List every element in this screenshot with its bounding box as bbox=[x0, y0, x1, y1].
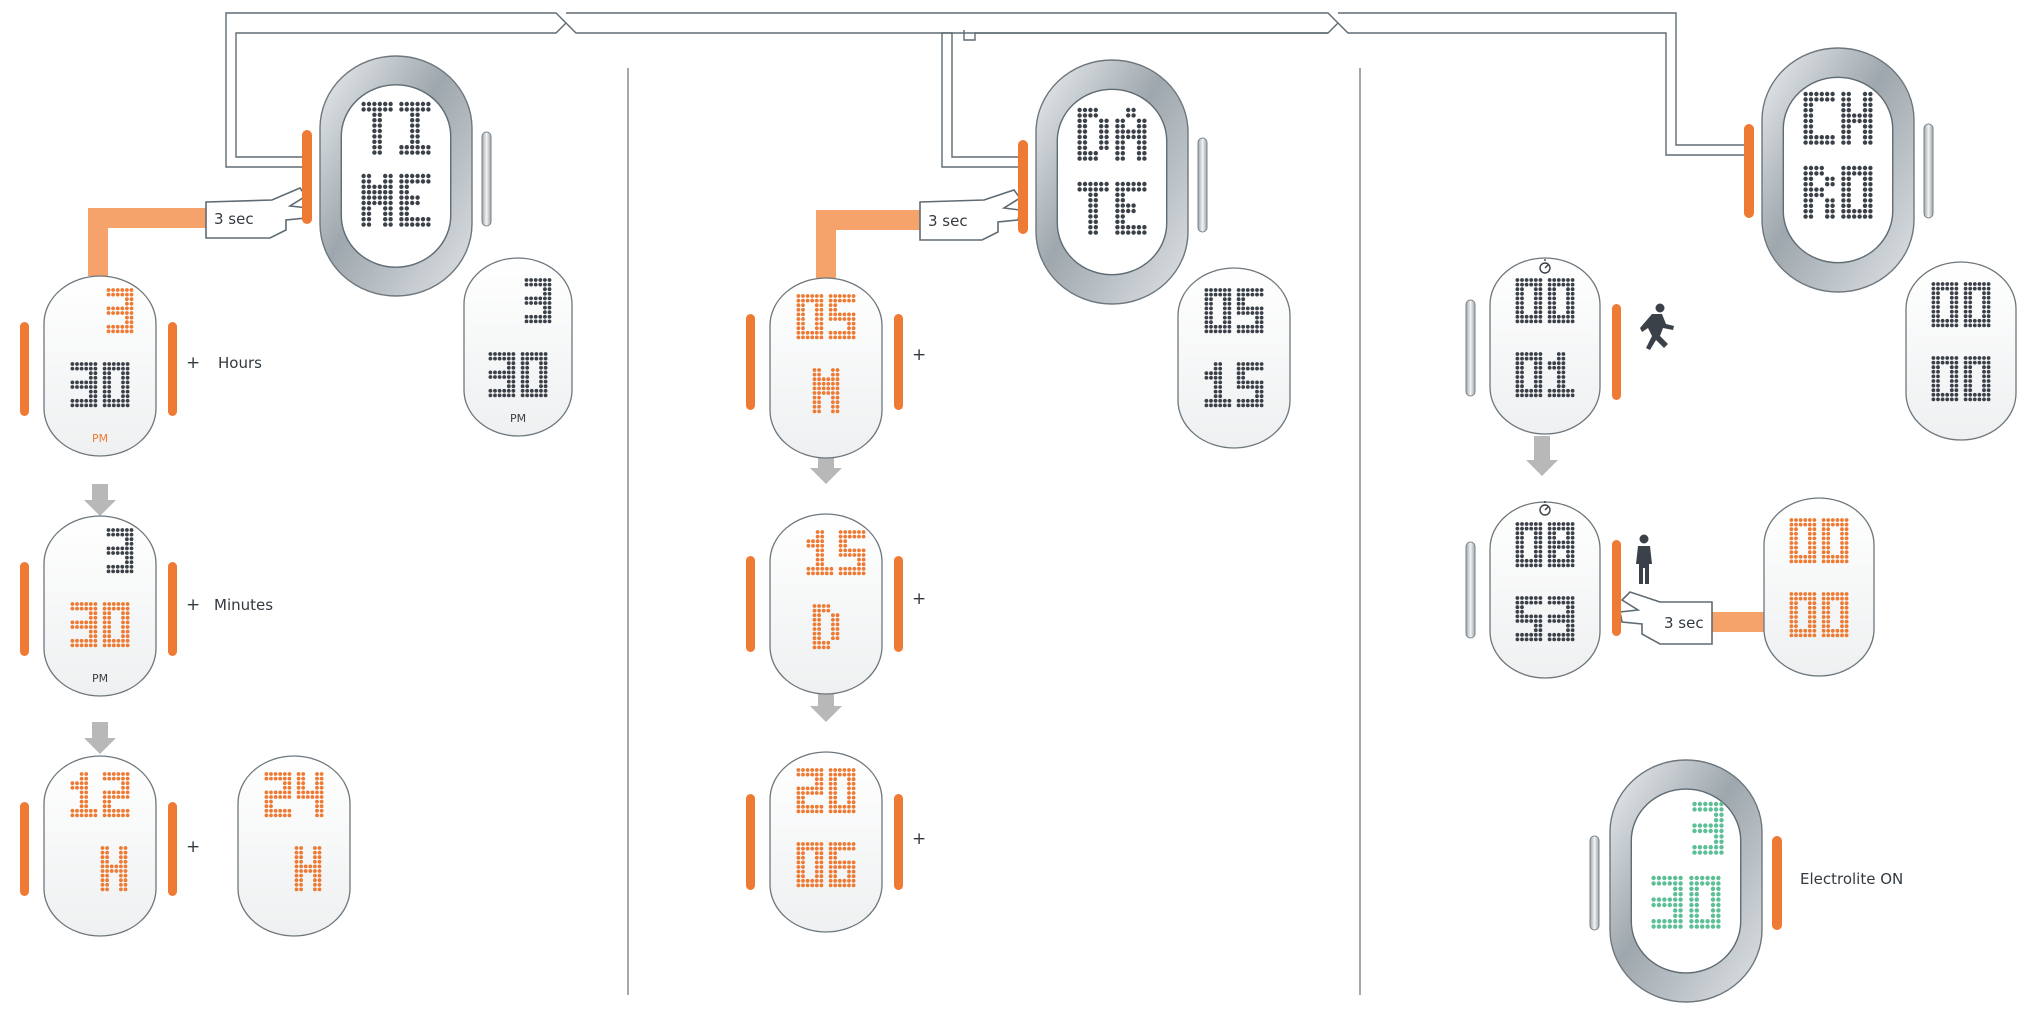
side-button-active[interactable] bbox=[20, 802, 29, 896]
watch-chrono-mode bbox=[1744, 47, 1934, 293]
side-button-active[interactable] bbox=[1018, 140, 1028, 234]
step-plus-format: + bbox=[186, 837, 200, 857]
section-dividers bbox=[627, 68, 1361, 995]
stopwatch-icon bbox=[1539, 259, 1551, 516]
step-label-hours: Hours bbox=[218, 354, 262, 372]
pointing-hand-icons bbox=[205, 187, 1713, 645]
running-person-icon bbox=[1640, 303, 1674, 350]
step-plus-month: + bbox=[912, 345, 926, 365]
side-button[interactable] bbox=[1923, 123, 1934, 219]
chrono-icons bbox=[1539, 259, 1674, 584]
watch-set-format-24h bbox=[237, 755, 351, 937]
watch-time-current: PM bbox=[463, 257, 573, 437]
watch-chrono-running bbox=[1465, 257, 1621, 435]
side-button-active[interactable] bbox=[168, 802, 177, 896]
watch-diagrams: PM PM PM bbox=[20, 47, 2017, 1003]
step-arrows bbox=[84, 436, 1558, 754]
side-button-active[interactable] bbox=[746, 794, 755, 890]
side-button-active[interactable] bbox=[1612, 304, 1621, 400]
watch-set-minutes: PM bbox=[20, 515, 177, 697]
hold-label-date: 3 sec bbox=[928, 212, 968, 230]
step-plus-minutes: + bbox=[186, 595, 200, 615]
watch-set-year bbox=[746, 751, 903, 933]
am-pm-indicator: PM bbox=[92, 432, 108, 445]
watch-chrono-current bbox=[1905, 261, 2017, 441]
side-button-active[interactable] bbox=[302, 130, 312, 224]
side-button-active[interactable] bbox=[894, 794, 903, 890]
side-button-active[interactable] bbox=[1772, 836, 1782, 930]
side-button-active[interactable] bbox=[1612, 540, 1621, 636]
step-plus-year: + bbox=[912, 829, 926, 849]
side-button[interactable] bbox=[1465, 299, 1476, 397]
am-pm-indicator: PM bbox=[92, 672, 108, 685]
step-label-minutes: Minutes bbox=[214, 596, 273, 614]
side-button-active[interactable] bbox=[168, 322, 177, 416]
side-button[interactable] bbox=[1465, 541, 1476, 639]
side-button-active[interactable] bbox=[1744, 124, 1754, 218]
watch-chrono-stopped bbox=[1465, 501, 1621, 679]
step-plus-day: + bbox=[912, 589, 926, 609]
side-button-active[interactable] bbox=[894, 556, 903, 652]
labels: 3 sec 3 sec 3 sec + Hours + Minutes + + … bbox=[186, 210, 1903, 888]
side-button[interactable] bbox=[1197, 137, 1208, 233]
side-button-active[interactable] bbox=[894, 314, 903, 410]
side-button-active[interactable] bbox=[746, 314, 755, 410]
hold-label-chrono: 3 sec bbox=[1664, 614, 1704, 632]
watch-time-mode bbox=[302, 55, 492, 297]
am-pm-indicator: PM bbox=[510, 412, 526, 425]
hold-label-time: 3 sec bbox=[214, 210, 254, 228]
watch-set-month bbox=[746, 277, 903, 459]
hold-press-bars bbox=[88, 208, 1764, 632]
standing-person-icon bbox=[1636, 534, 1652, 584]
side-button[interactable] bbox=[1589, 835, 1600, 931]
watch-electrolite bbox=[1589, 759, 1782, 1003]
watch-date-current bbox=[1177, 267, 1291, 449]
side-button-active[interactable] bbox=[746, 556, 755, 652]
side-button-active[interactable] bbox=[20, 562, 29, 656]
watch-set-hours: PM bbox=[20, 275, 177, 457]
light-label: Electrolite ON bbox=[1800, 870, 1903, 888]
side-button-active[interactable] bbox=[20, 322, 29, 416]
side-button[interactable] bbox=[481, 131, 492, 227]
side-button-active[interactable] bbox=[168, 562, 177, 656]
watch-chrono-reset bbox=[1763, 497, 1875, 677]
watch-date-mode bbox=[1018, 59, 1208, 305]
step-plus-hours: + bbox=[186, 353, 200, 373]
watch-set-day bbox=[746, 513, 903, 695]
watch-set-format-12h bbox=[20, 755, 177, 937]
